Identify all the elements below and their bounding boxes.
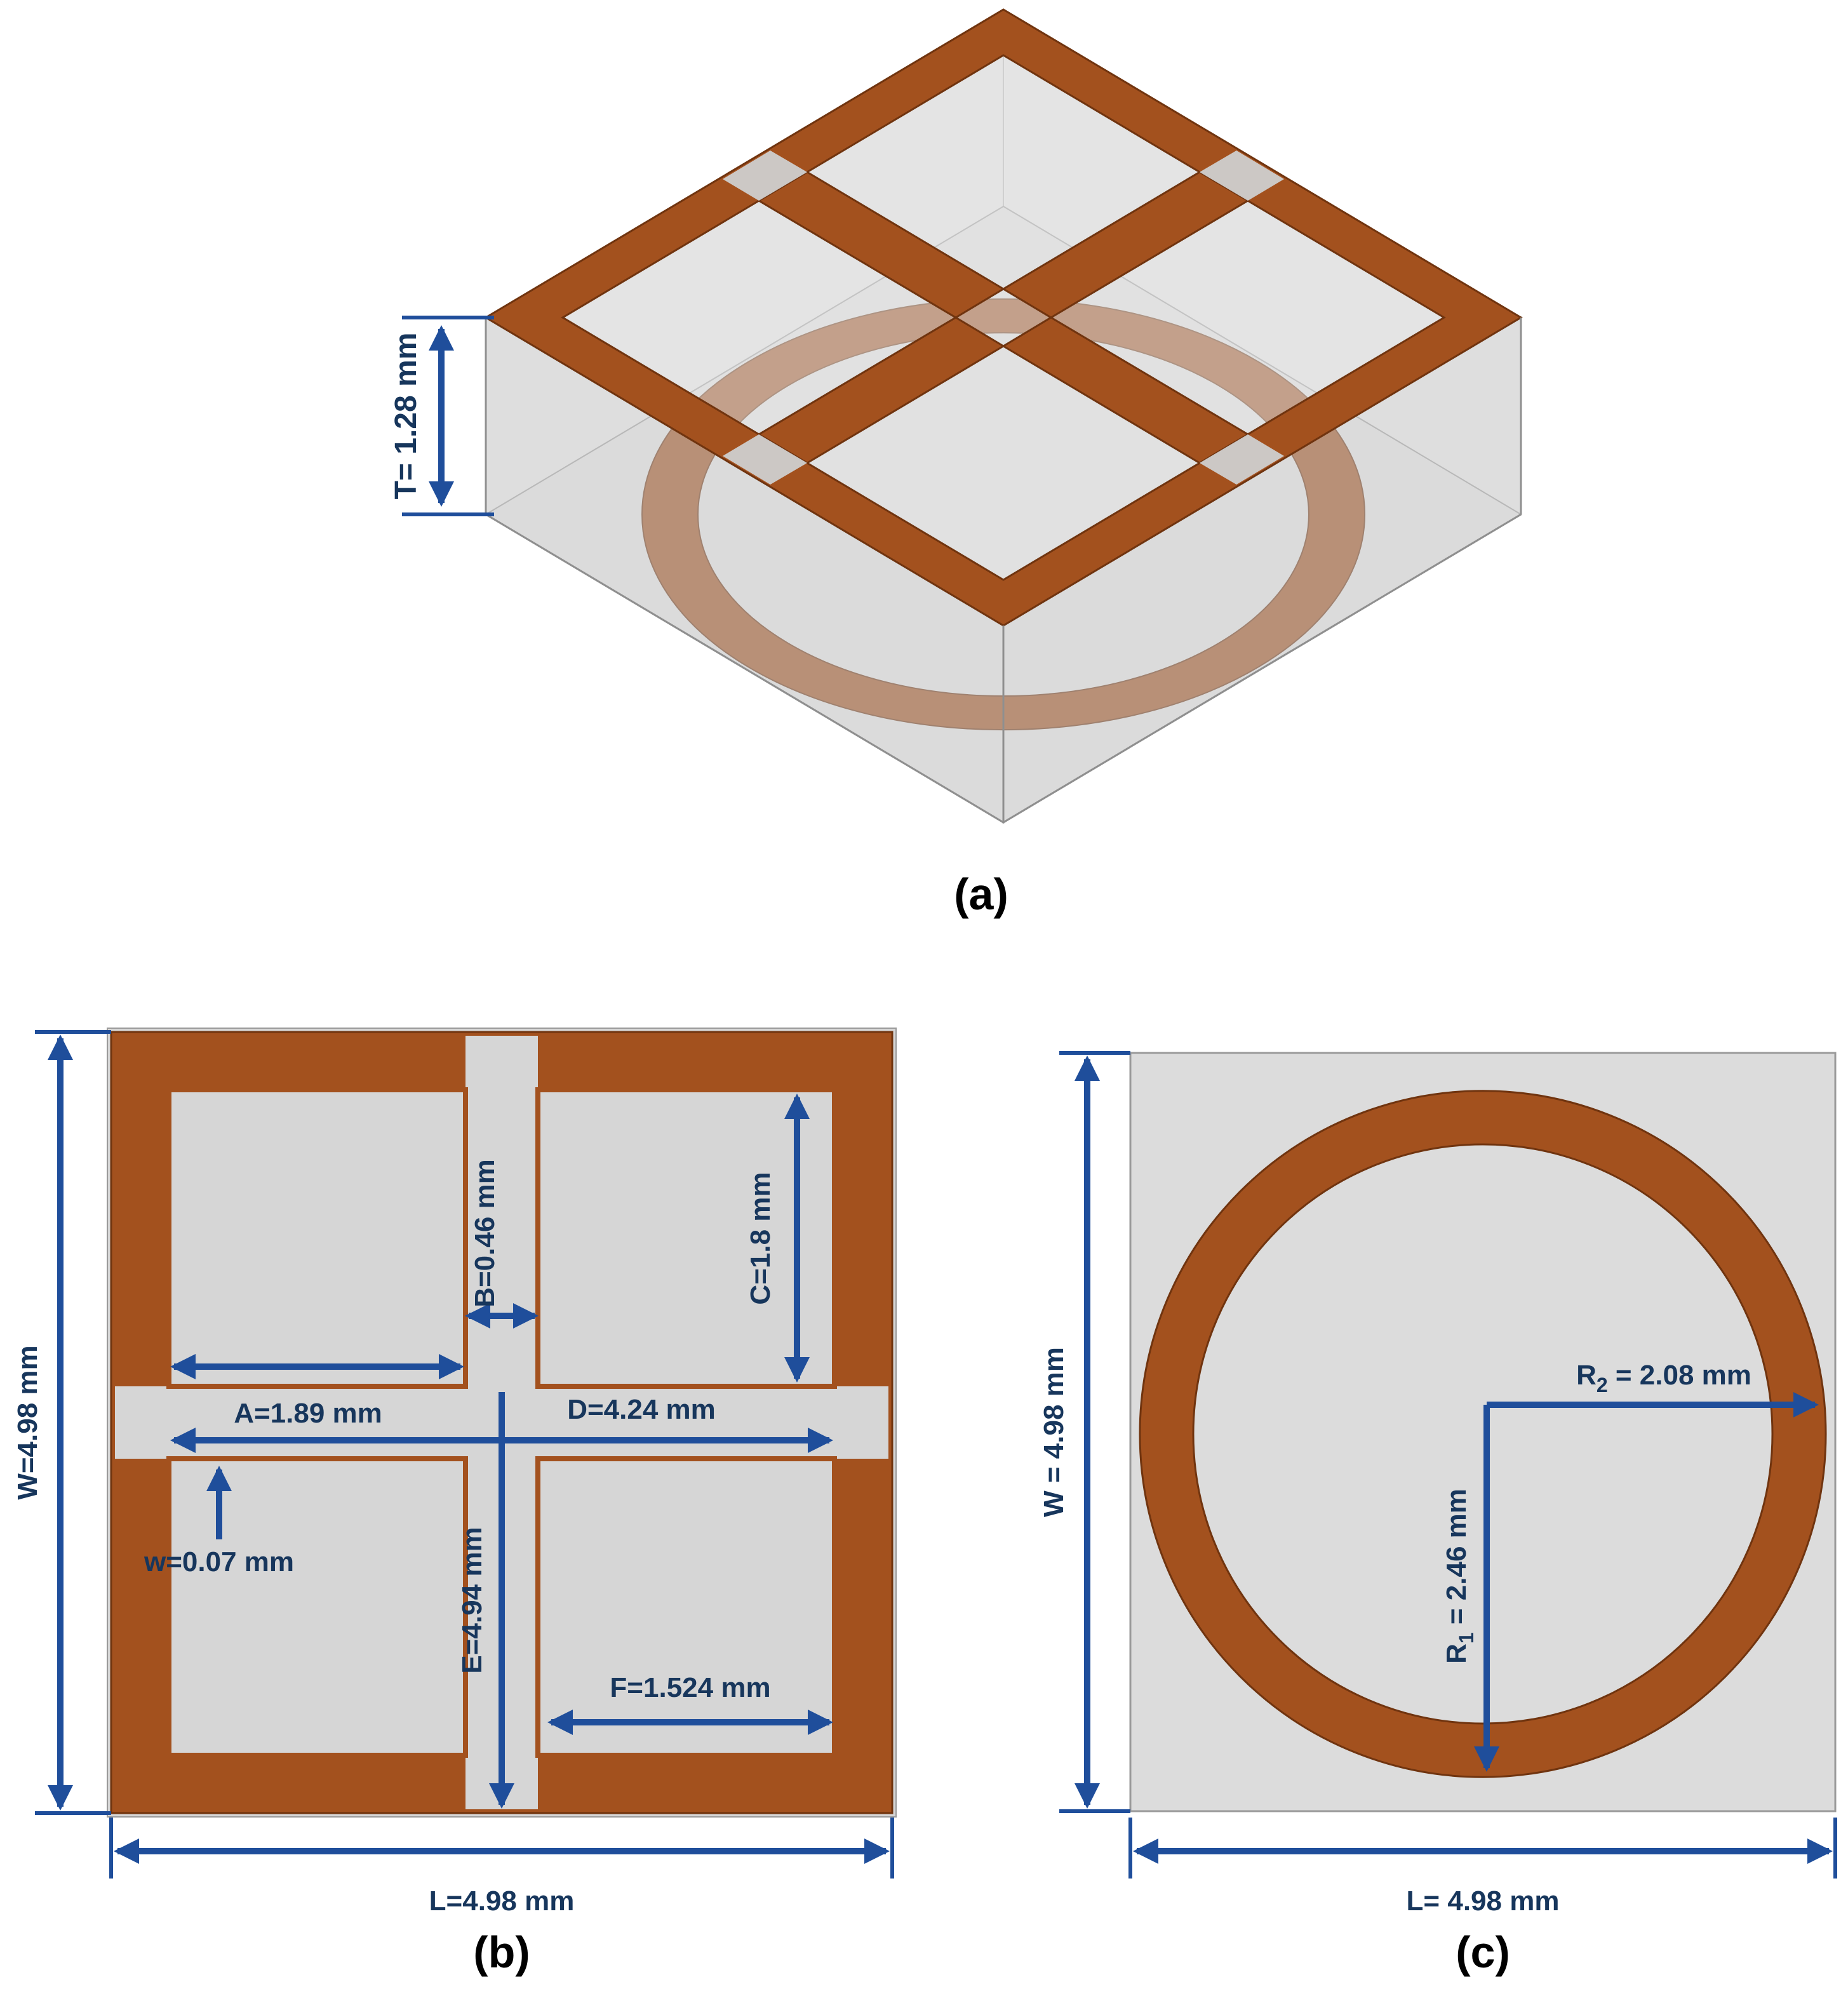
dim-w-label-b: w=0.07 mm xyxy=(144,1546,294,1577)
dim-R1-label-c: R1 = 2.46 mm xyxy=(1441,1489,1478,1664)
r1-subscript: 1 xyxy=(1455,1632,1478,1644)
dim-R2-label-c: R2 = 2.08 mm xyxy=(1576,1360,1751,1396)
window-top-left-b xyxy=(166,1087,468,1389)
caption-b: (b) xyxy=(473,1927,530,1977)
r2-prefix: R xyxy=(1576,1360,1597,1391)
dim-L-label-b: L=4.98 mm xyxy=(429,1885,575,1917)
panel-c-back-view: W = 4.98 mm L= 4.98 mm R2 = 2.08 mm R1 =… xyxy=(1038,1051,1837,1977)
caption-c: (c) xyxy=(1456,1927,1510,1977)
frame-slot-notch-ne xyxy=(1200,151,1284,201)
thickness-dim-label: T= 1.28 mm xyxy=(389,333,423,500)
dim-D-label-b: D=4.24 mm xyxy=(567,1394,716,1425)
dim-C-label-b: C=1.8 mm xyxy=(745,1172,776,1304)
window-bottom-right-b xyxy=(535,1456,837,1758)
r2-value: = 2.08 mm xyxy=(1608,1360,1751,1391)
dim-W-label-c: W = 4.98 mm xyxy=(1038,1347,1069,1517)
r1-value: = 2.46 mm xyxy=(1441,1489,1472,1632)
dim-E-label-b: E=4.94 mm xyxy=(457,1527,488,1673)
r1-prefix: R xyxy=(1441,1644,1472,1664)
frame-slot-notch-nw xyxy=(723,151,807,201)
dim-L-label-c: L= 4.98 mm xyxy=(1407,1885,1560,1917)
dim-W-label-b: W=4.98 mm xyxy=(12,1345,43,1499)
panel-a-3d-view: T= 1.28 mm (a) xyxy=(389,8,1523,919)
frame-slot-notch-se xyxy=(1200,434,1284,485)
dim-F-label-b: F=1.524 mm xyxy=(610,1672,770,1703)
window-bottom-left-b xyxy=(166,1456,468,1758)
dim-B-label-b: B=0.46 mm xyxy=(469,1159,500,1308)
window-top-right-b xyxy=(535,1087,837,1389)
substrate-c xyxy=(1129,1052,1837,1812)
copper-ring-c xyxy=(1139,1090,1827,1778)
r2-subscript: 2 xyxy=(1597,1374,1608,1396)
dim-A-label-b: A=1.89 mm xyxy=(234,1398,382,1429)
frame-slot-notch-sw xyxy=(723,434,807,485)
panel-b-front-view: W=4.98 mm L=4.98 mm A=1.89 mm D=4.24 mm … xyxy=(12,1028,897,1977)
caption-a: (a) xyxy=(954,869,1008,919)
